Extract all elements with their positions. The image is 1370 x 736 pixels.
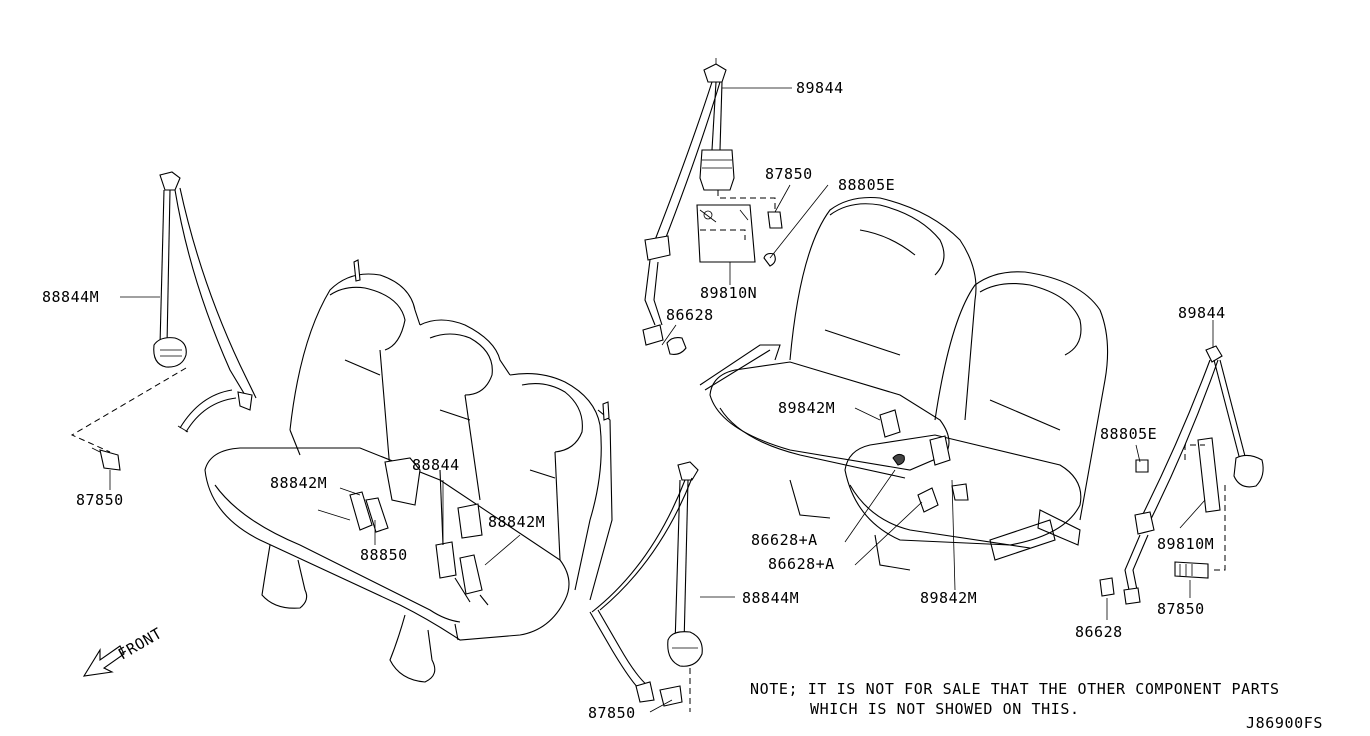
label-87850-top: 87850 <box>765 165 813 183</box>
label-87850-bottom: 87850 <box>588 704 636 722</box>
label-87850-right: 87850 <box>1157 600 1205 618</box>
label-87850-left: 87850 <box>76 491 124 509</box>
label-88842M-b: 88842M <box>488 513 545 531</box>
label-89844-right: 89844 <box>1178 304 1226 322</box>
rear-bench-seat <box>204 259 613 683</box>
diagram-code: J86900FS <box>1246 714 1323 732</box>
right-outboard-belt-assembly <box>1099 345 1264 605</box>
label-88844M-bottom: 88844M <box>742 589 799 607</box>
note-block: NOTE; IT IS NOT FOR SALE THAT THE OTHER … <box>750 680 1323 732</box>
label-86628A-b: 86628+A <box>768 555 835 573</box>
label-88805E-top: 88805E <box>838 176 895 194</box>
label-89842M-b: 89842M <box>920 589 977 607</box>
left-outboard-belt-assembly <box>70 171 257 471</box>
note-line-2: WHICH IS NOT SHOWED ON THIS. <box>810 700 1080 718</box>
label-89842M-a: 89842M <box>778 399 835 417</box>
bottom-outboard-belt-assembly <box>589 461 703 712</box>
label-front: FRONT <box>115 624 165 663</box>
center-roof-belt-assembly <box>642 58 783 355</box>
label-88844M-left: 88844M <box>42 288 99 306</box>
label-89810N: 89810N <box>700 284 757 302</box>
label-88844-center: 88844 <box>412 456 460 474</box>
label-88850: 88850 <box>360 546 408 564</box>
label-88805E-right: 88805E <box>1100 425 1157 443</box>
label-88842M-a: 88842M <box>270 474 327 492</box>
label-86628-right: 86628 <box>1075 623 1123 641</box>
note-line-1: NOTE; IT IS NOT FOR SALE THAT THE OTHER … <box>750 680 1280 698</box>
label-86628-top: 86628 <box>666 306 714 324</box>
leader-lines <box>109 87 1214 713</box>
front-arrow <box>82 645 125 677</box>
label-89844-top: 89844 <box>796 79 844 97</box>
second-row-seats <box>699 196 1109 571</box>
part-labels: 88844M 87850 88842M 88844 88842M 88850 8… <box>42 79 1226 722</box>
label-86628A-a: 86628+A <box>751 531 818 549</box>
label-89810M: 89810M <box>1157 535 1214 553</box>
